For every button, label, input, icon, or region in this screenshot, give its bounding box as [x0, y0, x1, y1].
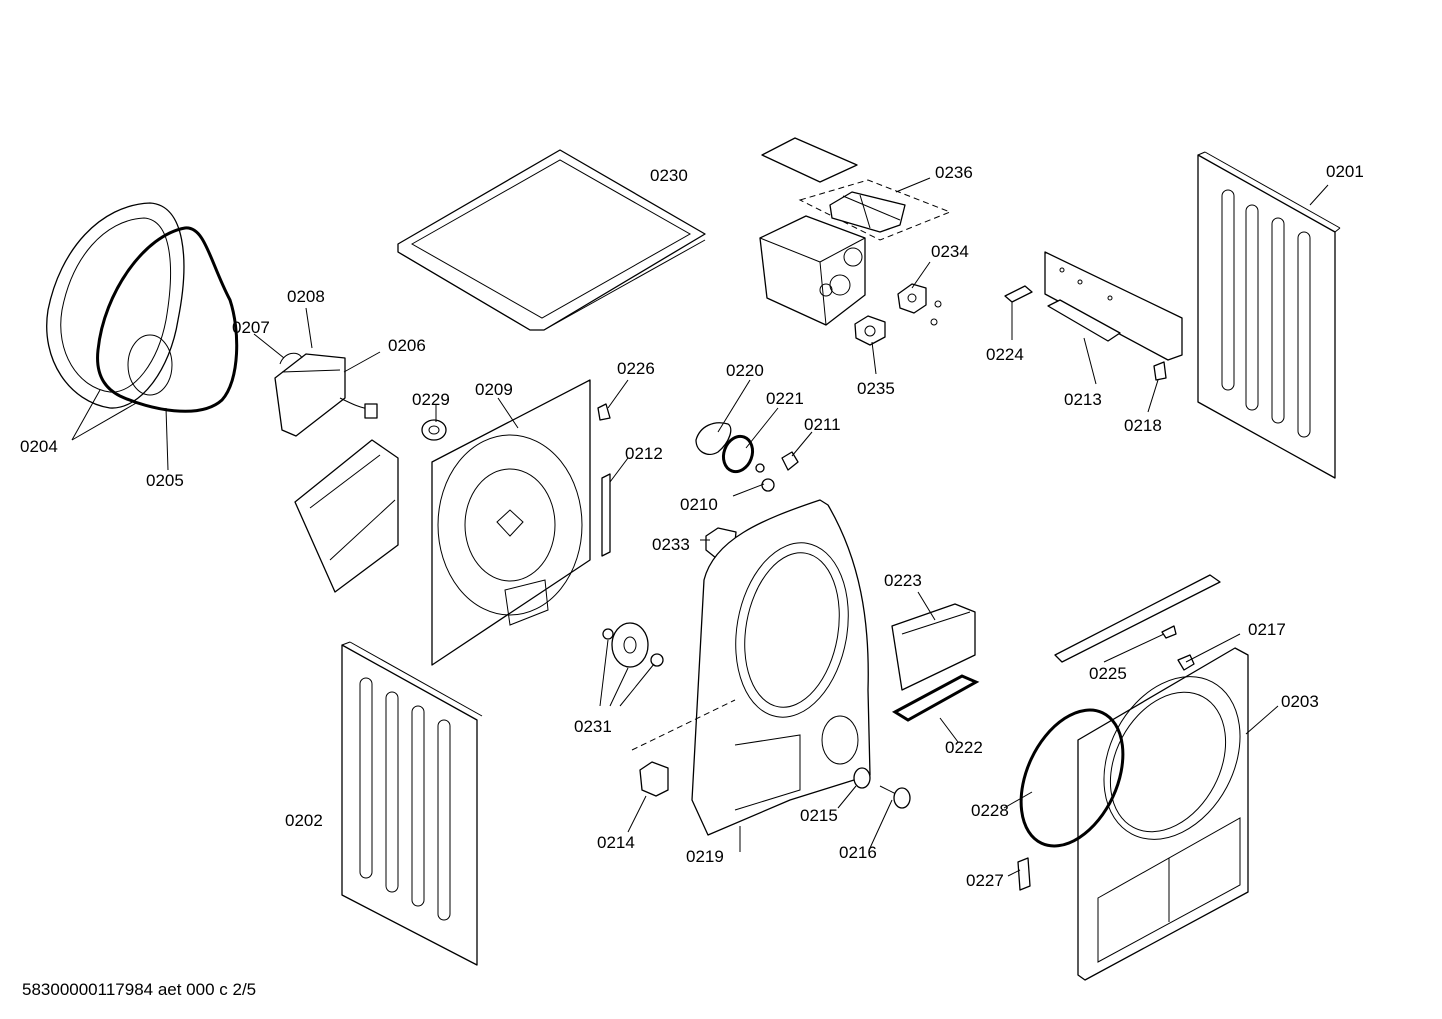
part-0214-sensor[interactable] — [639, 761, 669, 797]
part-0223-fluff-filter[interactable] — [891, 603, 976, 691]
part-0202-side-panel-left[interactable] — [341, 641, 483, 966]
callout-0215: 0215 — [800, 806, 838, 825]
part-0219-front-frame[interactable] — [691, 499, 871, 836]
part-0230-top-cover[interactable] — [397, 149, 706, 331]
part-0220-cover[interactable] — [695, 422, 732, 455]
part-0203-front-panel[interactable] — [1077, 647, 1267, 981]
callout-0212: 0212 — [625, 444, 663, 463]
part-0210-fitting[interactable] — [755, 463, 775, 492]
callout-0227: 0227 — [966, 871, 1004, 890]
callout-0224: 0224 — [986, 345, 1024, 364]
part-0236-control-box[interactable] — [759, 137, 952, 326]
part-0235-connector[interactable] — [854, 315, 886, 346]
callout-0216: 0216 — [839, 843, 877, 862]
callout-0210: 0210 — [680, 495, 718, 514]
part-0231-bearing[interactable] — [602, 622, 664, 668]
callout-0214: 0214 — [597, 833, 635, 852]
part-0211-fitting[interactable] — [781, 451, 799, 471]
part-0213-control-fascia[interactable] — [1044, 251, 1183, 361]
callout-0233: 0233 — [652, 535, 690, 554]
part-0229-pulley[interactable] — [421, 419, 447, 441]
callout-0207: 0207 — [232, 318, 270, 337]
part-0205-drum-seal[interactable] — [96, 226, 239, 413]
callout-0228: 0228 — [971, 801, 1009, 820]
callout-0202: 0202 — [285, 811, 323, 830]
callout-0236: 0236 — [935, 163, 973, 182]
callout-0221: 0221 — [766, 389, 804, 408]
part-0201-side-panel-right[interactable] — [1197, 151, 1341, 479]
callout-0231: 0231 — [574, 717, 612, 736]
callout-0213: 0213 — [1064, 390, 1102, 409]
callout-0206: 0206 — [388, 336, 426, 355]
part-0227-latch[interactable] — [1017, 857, 1031, 891]
part-0209-rear-wall[interactable] — [431, 379, 591, 666]
diagram-reference-footer: 58300000117984 aet 000 c 2/5 — [22, 980, 257, 999]
callout-0220: 0220 — [726, 361, 764, 380]
callout-0222: 0222 — [945, 738, 983, 757]
part-0221-gasket[interactable] — [719, 432, 758, 475]
callout-0230: 0230 — [650, 166, 688, 185]
part-0222-filter-seal[interactable] — [891, 674, 980, 722]
callout-0217: 0217 — [1248, 620, 1286, 639]
part-0217-clip[interactable] — [1177, 654, 1195, 671]
callout-0229: 0229 — [412, 390, 450, 409]
part-0226-clip[interactable] — [597, 403, 611, 421]
callout-0208: 0208 — [287, 287, 325, 306]
callout-0209: 0209 — [475, 380, 513, 399]
callout-0203: 0203 — [1281, 692, 1319, 711]
part-0212-strip[interactable] — [601, 473, 611, 557]
part-0206-heater-module[interactable] — [274, 353, 378, 437]
part-0218-clip[interactable] — [1153, 361, 1167, 381]
part-0225-upper-rail[interactable] — [1054, 574, 1221, 663]
part-0207-wire[interactable] — [279, 352, 303, 365]
callout-0218: 0218 — [1124, 416, 1162, 435]
callout-0223: 0223 — [884, 571, 922, 590]
callout-0226: 0226 — [617, 359, 655, 378]
callout-0201: 0201 — [1326, 162, 1364, 181]
part-0215-knob[interactable] — [853, 767, 871, 789]
callout-0235: 0235 — [857, 379, 895, 398]
part-0224-clip[interactable] — [1004, 285, 1033, 303]
part-0204-rear-drum-housing[interactable] — [46, 202, 185, 409]
callout-0219: 0219 — [686, 847, 724, 866]
leader-lines — [71, 177, 1329, 877]
callout-0211: 0211 — [804, 415, 841, 434]
callout-0204: 0204 — [20, 437, 58, 456]
part-air-duct[interactable] — [294, 439, 399, 593]
callout-0225: 0225 — [1089, 664, 1127, 683]
part-0228-door-seal[interactable] — [1001, 694, 1143, 863]
part-0216-knob-shaft[interactable] — [879, 785, 911, 809]
callout-0234: 0234 — [931, 242, 969, 261]
part-0234-connector[interactable] — [897, 283, 942, 326]
callout-labels: 0201 0202 0203 0204 0205 0206 0207 0208 … — [20, 162, 1364, 890]
callout-0205: 0205 — [146, 471, 184, 490]
